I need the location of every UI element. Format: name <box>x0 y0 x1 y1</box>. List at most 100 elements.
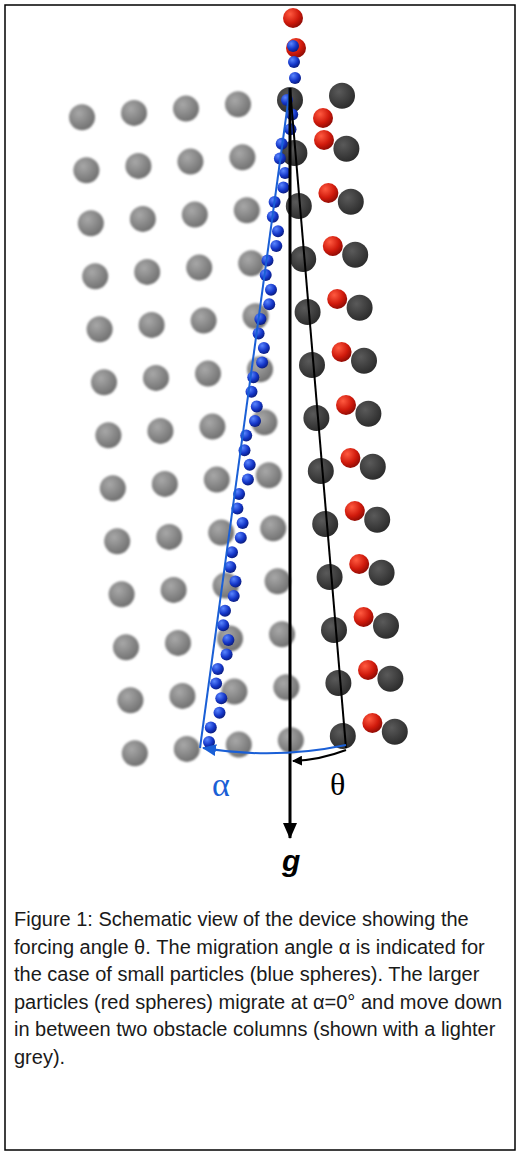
sphere <box>364 507 390 533</box>
sphere <box>382 719 408 745</box>
sphere <box>205 721 217 733</box>
sphere <box>277 182 289 194</box>
sphere <box>139 312 165 338</box>
sphere <box>329 83 355 109</box>
sphere <box>342 242 368 268</box>
sphere <box>327 289 347 309</box>
sphere <box>287 40 299 52</box>
large-particles <box>283 8 382 733</box>
sphere <box>254 313 266 325</box>
sphere <box>332 342 352 362</box>
sphere <box>161 577 187 603</box>
sphere <box>260 515 286 541</box>
sphere <box>173 96 199 122</box>
sphere <box>318 183 338 203</box>
sphere <box>256 462 282 488</box>
sphere <box>347 295 373 321</box>
sphere <box>256 357 268 369</box>
sphere <box>340 448 360 468</box>
sphere <box>253 328 265 340</box>
sphere <box>191 308 217 334</box>
sphere <box>321 617 347 643</box>
sphere <box>333 136 359 162</box>
sphere <box>78 210 104 236</box>
gravity-arrow <box>289 88 292 838</box>
sphere <box>69 104 95 130</box>
sphere <box>265 568 291 594</box>
sphere <box>225 91 251 117</box>
sphere <box>217 619 229 631</box>
gravity-label: g <box>282 846 300 876</box>
sphere <box>272 225 284 237</box>
sphere <box>237 517 249 529</box>
sphere <box>122 740 148 766</box>
sphere <box>134 259 160 285</box>
figure-caption: Figure 1: Schematic view of the device s… <box>14 906 508 1071</box>
sphere <box>351 348 377 374</box>
light-obstacles <box>69 91 304 766</box>
sphere <box>199 414 225 440</box>
sphere <box>249 415 261 427</box>
sphere <box>265 284 277 296</box>
sphere <box>288 56 300 68</box>
sphere <box>263 298 275 310</box>
sphere <box>336 395 356 415</box>
small-particles <box>203 40 301 748</box>
alpha-line <box>200 88 290 748</box>
sphere <box>360 454 386 480</box>
sphere <box>373 613 399 639</box>
sphere <box>169 683 195 709</box>
alpha-label: α <box>212 768 230 802</box>
sphere <box>210 678 222 690</box>
sphere <box>286 38 306 58</box>
sphere <box>130 206 156 232</box>
sphere <box>355 401 381 427</box>
sphere <box>95 422 121 448</box>
sphere <box>369 560 395 586</box>
sphere <box>203 736 215 748</box>
sphere <box>235 532 247 544</box>
sphere <box>212 663 224 675</box>
dark-obstacles <box>277 83 408 749</box>
sphere <box>349 554 369 574</box>
sphere <box>182 202 208 228</box>
sphere <box>121 100 147 126</box>
sphere <box>221 649 233 661</box>
sphere <box>338 189 364 215</box>
sphere <box>143 365 169 391</box>
sphere <box>358 660 378 680</box>
theta-arc <box>293 750 346 761</box>
sphere <box>325 670 351 696</box>
sphere <box>362 713 382 733</box>
sphere <box>270 240 282 252</box>
sphere <box>229 144 255 170</box>
sphere <box>354 607 374 627</box>
sphere <box>222 634 234 646</box>
sphere <box>312 511 338 537</box>
sphere <box>100 475 126 501</box>
sphere <box>244 459 256 471</box>
sphere <box>234 197 260 223</box>
sphere <box>174 736 200 762</box>
sphere <box>377 666 403 692</box>
sphere <box>117 687 143 713</box>
sphere <box>165 630 191 656</box>
sphere <box>238 250 264 276</box>
sphere <box>283 8 303 28</box>
sphere <box>228 590 240 602</box>
sphere <box>152 471 178 497</box>
frame-border <box>5 5 515 1150</box>
sphere <box>314 130 334 150</box>
sphere <box>186 255 212 281</box>
sphere <box>195 361 221 387</box>
sphere <box>73 157 99 183</box>
sphere <box>345 501 365 521</box>
sphere <box>230 576 242 588</box>
sphere <box>87 316 113 342</box>
sphere <box>177 149 203 175</box>
sphere <box>147 418 173 444</box>
sphere <box>156 524 182 550</box>
theta-label: θ <box>330 768 345 800</box>
sphere <box>289 72 301 84</box>
sphere <box>258 342 270 354</box>
